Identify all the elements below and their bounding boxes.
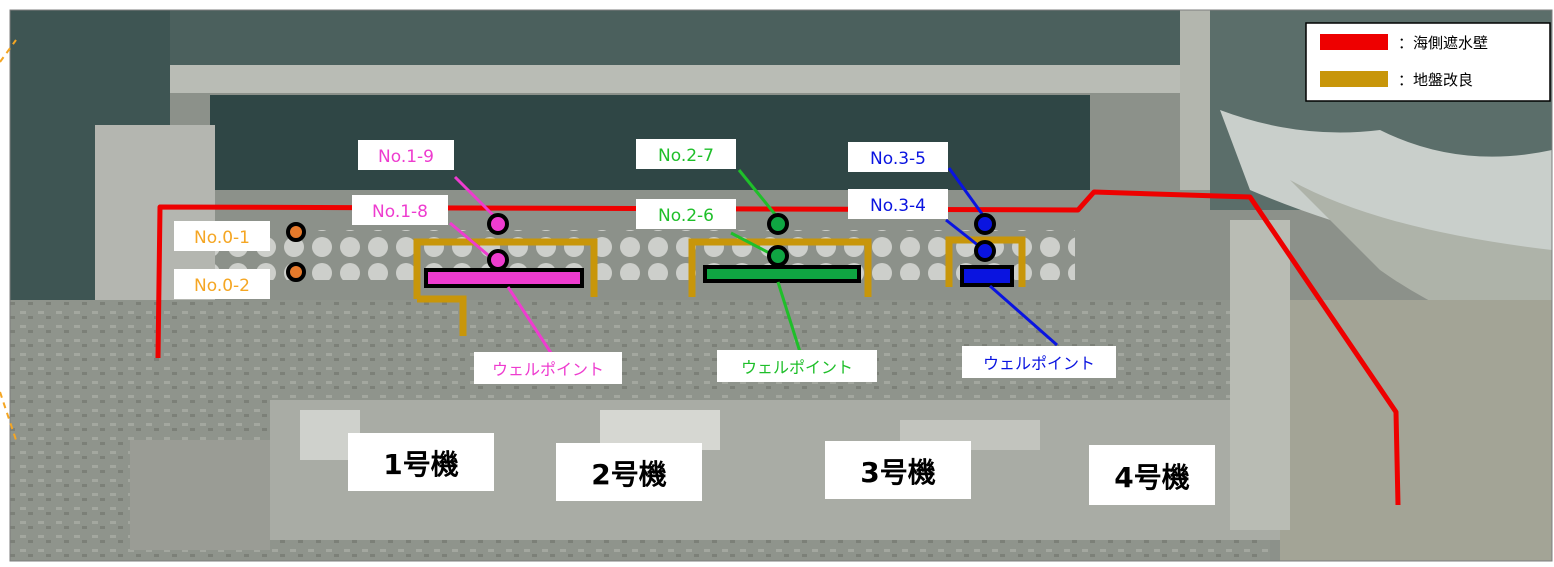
wellpoint-bar-unit2 [703, 265, 861, 283]
leader-wp3 [989, 284, 1058, 347]
leader-lines [449, 167, 1058, 357]
label-unit1: 1号機 [383, 448, 458, 481]
wellpoint-labels: ウェルポイント ウェルポイント ウェルポイント [474, 346, 1116, 384]
legend-swatch-ground [1320, 71, 1388, 87]
legend-label-ground: ：地盤改良 [1398, 71, 1473, 89]
leader-no2-6 [730, 231, 776, 258]
label-unit2: 2号機 [591, 458, 666, 491]
leader-wp2 [776, 281, 802, 353]
label-wellpoint-unit3: ウェルポイント [983, 354, 1095, 373]
well-marker-no2-7 [767, 213, 789, 235]
label-unit3: 3号機 [860, 456, 935, 489]
label-no0-2: No.0-2 [194, 276, 250, 296]
well-marker-no3-4 [974, 240, 996, 262]
label-no3-4: No.3-4 [870, 196, 926, 216]
seawall-line [155, 189, 1401, 506]
label-no2-7: No.2-7 [658, 146, 714, 166]
left-edge-dashes [0, 39, 17, 441]
ground-improvement-unit2 [688, 238, 872, 297]
well-labels: No.0-1 No.0-2 No.1-9 No.1-8 No.2-7 No.2-… [174, 139, 948, 299]
label-no1-9: No.1-9 [378, 147, 434, 167]
leader-no3-5 [947, 167, 987, 219]
label-no0-1: No.0-1 [194, 228, 250, 248]
observation-well-markers [286, 213, 996, 282]
wellpoint-bars [424, 265, 1014, 288]
well-marker-no3-5 [974, 213, 996, 235]
leader-no1-8 [449, 221, 495, 262]
well-marker-no1-9 [487, 213, 509, 235]
wellpoint-bar-unit1 [424, 268, 584, 288]
label-wellpoint-unit2: ウェルポイント [741, 358, 853, 377]
ground-improvement-unit1-tail [417, 295, 467, 336]
map-legend: ：海側遮水壁 ：地盤改良 [1305, 22, 1551, 102]
leader-no1-9 [453, 175, 496, 218]
well-marker-no0-1 [286, 222, 306, 242]
label-no1-8: No.1-8 [372, 202, 428, 222]
leader-no2-7 [737, 169, 780, 219]
ground-improvement-areas [413, 236, 1026, 336]
label-wellpoint-unit1: ウェルポイント [492, 360, 604, 379]
label-no3-5: No.3-5 [870, 149, 926, 169]
wellpoint-bar-unit3 [960, 265, 1014, 287]
label-no2-6: No.2-6 [658, 206, 714, 226]
label-unit4: 4号機 [1114, 461, 1189, 494]
ground-improvement-unit3 [945, 236, 1026, 287]
well-marker-no1-8 [487, 249, 509, 271]
ground-improvement-unit1 [413, 238, 598, 299]
well-marker-no0-2 [286, 262, 306, 282]
legend-label-seawall: ：海側遮水壁 [1398, 34, 1488, 52]
well-marker-no2-6 [767, 245, 789, 267]
legend-swatch-seawall [1320, 34, 1388, 50]
leader-wp1 [506, 286, 555, 357]
unit-labels: 1号機 2号機 3号機 4号機 [348, 433, 1215, 505]
